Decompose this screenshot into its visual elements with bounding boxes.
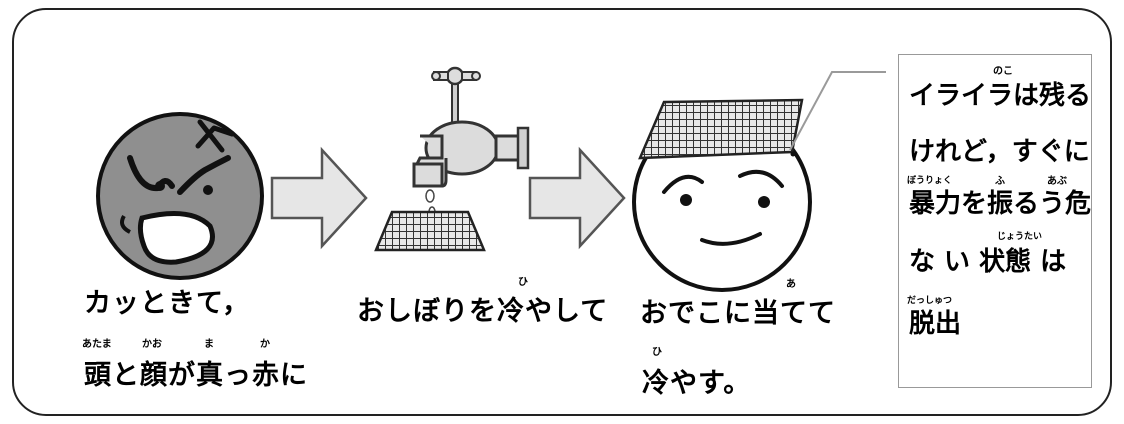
ruby-a: あ xyxy=(786,279,796,290)
ruby-abu: あぶ xyxy=(1047,176,1067,187)
angry-face-icon xyxy=(96,112,264,280)
ruby-atama: あたま xyxy=(82,339,112,350)
callout-line4: な い 状態 は xyxy=(909,247,1067,277)
towel-on-forehead-icon xyxy=(638,98,804,160)
ruby-fu: ふ xyxy=(995,176,1005,187)
diagram-frame xyxy=(12,8,1112,416)
callout-line3: 暴力を振るう危 xyxy=(909,189,1092,219)
ruby-noko: のこ xyxy=(993,66,1013,77)
arrow-right-icon xyxy=(528,146,626,250)
callout-line2: けれど，すぐに xyxy=(909,137,1090,167)
ruby-hi-step2: ひ xyxy=(518,277,528,288)
ruby-joutai: じょうたい xyxy=(997,232,1043,242)
ruby-bouryoku: ぼうりょく xyxy=(907,176,953,186)
faucet-icon xyxy=(412,66,530,218)
ruby-ka: か xyxy=(260,339,270,350)
ruby-hi-step3: ひ xyxy=(652,347,662,358)
arrow-right-icon xyxy=(270,146,368,250)
step2-text: おしぼりを冷やして xyxy=(357,296,609,327)
callout-line1: イライラは残る xyxy=(909,81,1092,111)
step1-line2: 頭と顔が真っ赤に xyxy=(84,360,308,391)
callout-box: のこ イライラは残る けれど，すぐに ぼうりょく ふ あぶ 暴力を振るう危 じょ… xyxy=(898,54,1092,388)
step3-line2: 冷やす。 xyxy=(642,368,752,399)
callout-line5: 脱出 xyxy=(909,309,962,339)
ruby-ma: ま xyxy=(204,339,214,350)
wet-towel-icon xyxy=(374,210,486,252)
ruby-kao: かお xyxy=(142,339,162,350)
callout-leader-line xyxy=(789,71,886,157)
step1-line1: カッときて， xyxy=(84,288,251,319)
ruby-dasshutsu: だっしゅつ xyxy=(907,296,953,306)
step3-line1: おでこに当てて xyxy=(640,298,836,329)
